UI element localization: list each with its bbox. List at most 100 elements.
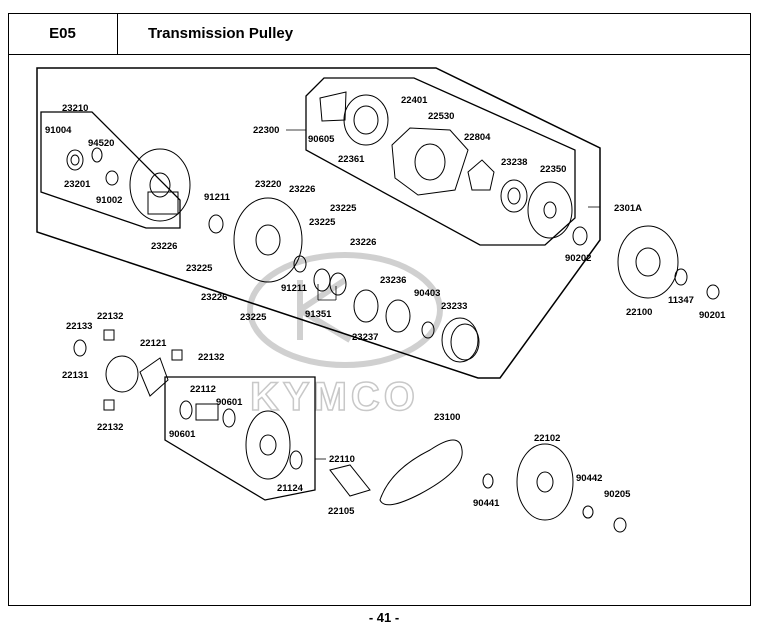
assembly-23210-outline (40, 111, 181, 229)
slider-piece-22132-top (103, 329, 115, 341)
oring-90601-a (179, 400, 193, 420)
label-21124: 21124 (277, 483, 304, 494)
washer-90202 (572, 226, 588, 246)
label-22361: 22361 (338, 154, 365, 165)
label-22401: 22401 (401, 95, 428, 106)
v-belt-23100 (379, 439, 463, 506)
driven-face-23210 (129, 148, 191, 222)
label-22350: 22350 (540, 164, 566, 175)
slider-piece-22132-bottom (103, 399, 115, 411)
label-22102: 22102 (534, 433, 560, 444)
label-22804: 22804 (464, 132, 491, 143)
label-23226-b: 23226 (350, 237, 376, 248)
ramp-plate-22131 (105, 355, 139, 393)
slider-piece-22132-right (171, 349, 183, 361)
drive-fan-22102 (516, 443, 574, 521)
label-23225-a: 23225 (330, 203, 357, 214)
label-23226-c: 23226 (151, 241, 177, 252)
washer-91002 (105, 170, 119, 186)
header-bar: E05 Transmission Pulley (8, 13, 751, 55)
assembly-2301A-outline (36, 67, 601, 379)
label-23100: 23100 (434, 412, 460, 423)
label-22112: 22112 (190, 384, 216, 395)
label-91004: 91004 (45, 125, 72, 136)
label-22132-top: 22132 (97, 311, 123, 322)
spring-90605 (319, 91, 347, 122)
spring-23233 (441, 317, 480, 363)
leader-lines (286, 129, 600, 460)
washer-90442 (582, 505, 594, 519)
plate-22361 (343, 94, 389, 146)
oring-90601-b (222, 408, 236, 428)
label-23225-d: 23225 (240, 312, 267, 323)
clutch-outer-22100 (617, 225, 679, 299)
oring-91211-lower (293, 255, 307, 273)
label-22132-right: 22132 (198, 352, 224, 363)
label-22100: 22100 (626, 307, 652, 318)
collar-23236 (353, 289, 411, 333)
label-90403: 90403 (414, 288, 440, 299)
page-number: - 41 - (368, 610, 400, 625)
bearing-23201 (66, 149, 84, 171)
collar-22112 (195, 403, 219, 421)
kymco-watermark: KYMCO (247, 252, 443, 420)
page-title: Transmission Pulley (148, 25, 294, 42)
nut-90205 (613, 517, 627, 533)
oring-91211-upper (208, 214, 224, 234)
assembly-22300-outline (305, 77, 576, 246)
label-22131: 22131 (62, 370, 89, 381)
washer-90441 (482, 473, 494, 489)
label-90601-b: 90601 (216, 397, 243, 408)
label-23220: 23220 (255, 179, 281, 190)
label-23226-a: 23226 (289, 184, 315, 195)
label-90201: 90201 (699, 310, 726, 321)
label-23201: 23201 (64, 179, 91, 190)
plate-22350 (527, 181, 573, 239)
label-90601-a: 90601 (169, 429, 196, 440)
label-22133: 22133 (66, 321, 92, 332)
assembly-22110-outline (164, 376, 316, 501)
washer-21124 (289, 450, 303, 470)
label-91002: 91002 (96, 195, 122, 206)
slider-22121 (139, 357, 169, 397)
oring-91351 (313, 268, 347, 296)
label-22132-bottom: 22132 (97, 422, 123, 433)
nut-11347 (674, 268, 688, 286)
section-code: E05 (8, 13, 118, 54)
label-23225-b: 23225 (309, 217, 336, 228)
label-22530: 22530 (428, 111, 454, 122)
clutch-shoe-22401 (391, 127, 469, 196)
label-22121: 22121 (140, 338, 167, 349)
label-90205: 90205 (604, 489, 631, 500)
washer-22133 (73, 339, 87, 357)
seal-90403 (421, 321, 435, 339)
bushing-22105 (329, 464, 371, 497)
label-23210: 23210 (62, 103, 88, 114)
label-91211-lower: 91211 (281, 283, 308, 294)
watermark-text: KYMCO (250, 375, 419, 419)
label-90441: 90441 (473, 498, 500, 509)
seal-94520 (91, 147, 103, 163)
label-23236: 23236 (380, 275, 406, 286)
label-2301A: 2301A (614, 203, 642, 214)
bearing-23238 (500, 179, 528, 213)
label-22105: 22105 (328, 506, 355, 517)
label-91351: 91351 (305, 309, 332, 320)
spring-22804 (467, 159, 495, 191)
label-91211-upper: 91211 (204, 192, 231, 203)
label-23233: 23233 (441, 301, 467, 312)
page-frame (8, 13, 751, 606)
label-23225-c: 23225 (186, 263, 213, 274)
label-90202: 90202 (565, 253, 591, 264)
label-94520: 94520 (88, 138, 114, 149)
label-22110: 22110 (329, 454, 355, 465)
label-90605: 90605 (308, 134, 335, 145)
label-22300: 22300 (253, 125, 279, 136)
nut-90201 (706, 284, 720, 300)
label-23238: 23238 (501, 157, 527, 168)
label-11347: 11347 (668, 295, 694, 306)
drive-face-22110 (245, 410, 291, 480)
movable-driven-face-23220 (233, 197, 303, 283)
label-90442: 90442 (576, 473, 602, 484)
